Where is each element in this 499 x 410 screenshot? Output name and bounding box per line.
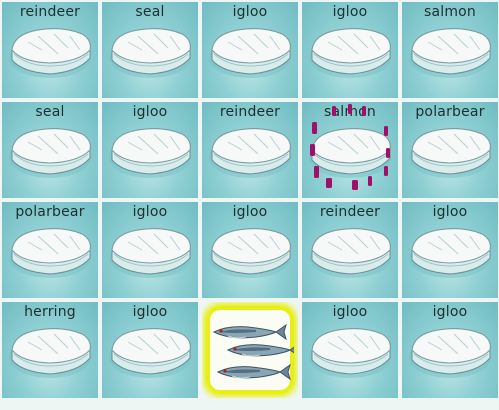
tile-label: igloo — [132, 204, 168, 220]
ice-floe-icon — [308, 28, 392, 79]
fish-icon — [217, 364, 291, 380]
tile-label: reindeer — [219, 104, 281, 120]
tile-label: salmon — [423, 4, 477, 20]
grid-tile[interactable]: reindeer — [2, 2, 98, 98]
ice-floe-icon — [108, 128, 192, 179]
ice-floe-icon — [408, 228, 492, 279]
tile-label: polarbear — [15, 204, 85, 220]
fish-icon — [213, 324, 287, 340]
ice-floe-icon — [308, 328, 392, 379]
revealed-card — [206, 306, 298, 394]
tile-label: seal — [135, 4, 165, 20]
ice-floe-icon — [408, 328, 492, 379]
ice-floe-icon — [208, 128, 292, 179]
ice-floe-icon — [308, 128, 392, 179]
grid-tile[interactable]: igloo — [302, 302, 398, 398]
ice-floe-icon — [8, 228, 92, 279]
grid-tile[interactable]: polarbear — [402, 102, 498, 198]
grid-tile[interactable]: reindeer — [202, 102, 298, 198]
ice-floe-icon — [8, 28, 92, 79]
grid-tile[interactable]: polarbear — [2, 202, 98, 298]
grid-tile[interactable]: igloo — [202, 2, 298, 98]
tile-label: herring — [24, 304, 76, 320]
grid-tile[interactable]: salmon — [302, 102, 398, 198]
tile-label: igloo — [232, 4, 268, 20]
fish-icon — [213, 324, 298, 380]
grid-tile[interactable]: igloo — [202, 202, 298, 298]
tile-label: igloo — [232, 204, 268, 220]
grid-tile[interactable] — [202, 302, 298, 398]
ice-floe-icon — [408, 128, 492, 179]
ice-floe-icon — [208, 228, 292, 279]
grid-tile[interactable]: igloo — [402, 302, 498, 398]
tile-label: igloo — [332, 304, 368, 320]
grid-tile[interactable]: salmon — [402, 2, 498, 98]
grid-tile[interactable]: herring — [2, 302, 98, 398]
grid-tile[interactable]: reindeer — [302, 202, 398, 298]
grid-tile[interactable]: igloo — [402, 202, 498, 298]
grid-tile[interactable]: igloo — [102, 202, 198, 298]
grid-tile[interactable]: igloo — [102, 302, 198, 398]
ice-floe-icon — [8, 128, 92, 179]
tile-label: seal — [35, 104, 65, 120]
grid-tile[interactable]: seal — [102, 2, 198, 98]
tile-label: igloo — [432, 304, 468, 320]
tile-label: reindeer — [19, 4, 81, 20]
ice-floe-icon — [108, 328, 192, 379]
ice-floe-icon — [108, 28, 192, 79]
grid-tile[interactable]: igloo — [102, 102, 198, 198]
ice-floe-icon — [108, 228, 192, 279]
ice-floe-icon — [8, 328, 92, 379]
fish-icon — [227, 342, 298, 358]
ice-floe-icon — [208, 28, 292, 79]
tile-label: igloo — [432, 204, 468, 220]
tile-label: salmon — [323, 104, 377, 120]
grid-tile[interactable]: igloo — [302, 2, 398, 98]
tile-label: polarbear — [415, 104, 485, 120]
tile-label: igloo — [332, 4, 368, 20]
tile-label: igloo — [132, 104, 168, 120]
ice-floe-icon — [308, 228, 392, 279]
grid-tile[interactable]: seal — [2, 102, 98, 198]
tile-label: igloo — [132, 304, 168, 320]
tile-label: reindeer — [319, 204, 381, 220]
ice-floe-icon — [408, 28, 492, 79]
